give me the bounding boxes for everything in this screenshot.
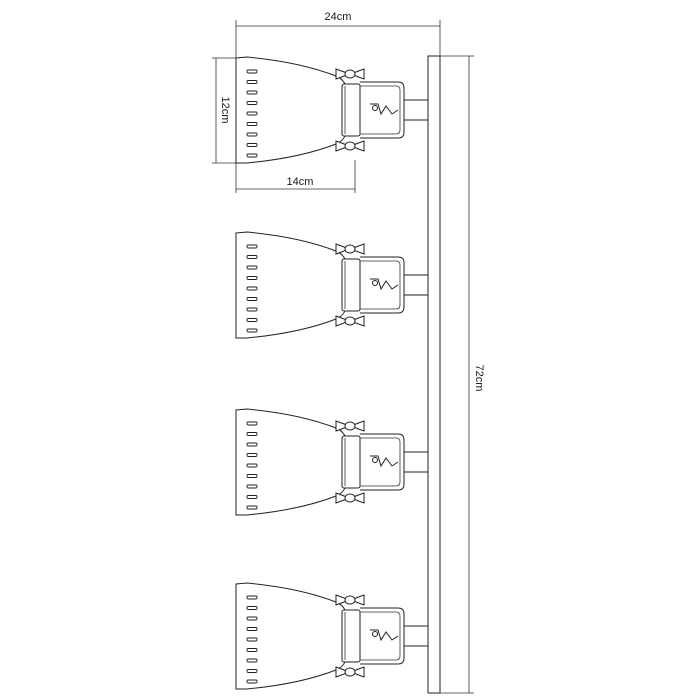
clip-detail bbox=[370, 455, 399, 468]
swivel-housing bbox=[341, 258, 361, 312]
shade-height-dimension: 12cm bbox=[212, 57, 236, 164]
shade-slots bbox=[246, 595, 258, 684]
spotlight-2 bbox=[235, 231, 429, 339]
shade-slots bbox=[246, 244, 258, 333]
height-label: 72cm bbox=[473, 365, 485, 392]
adjust-knob bbox=[335, 492, 365, 504]
adjust-knob bbox=[335, 243, 365, 255]
spotlight-3 bbox=[235, 408, 429, 516]
shade-height-label: 12cm bbox=[219, 97, 231, 124]
swivel-housing bbox=[341, 609, 361, 663]
width-label: 24cm bbox=[325, 11, 352, 23]
spotlight-1 bbox=[235, 56, 429, 164]
adjust-knob bbox=[335, 594, 365, 606]
bar-connector bbox=[403, 99, 429, 121]
adjust-knob bbox=[335, 666, 365, 678]
bar-connector bbox=[403, 451, 429, 473]
adjust-knob bbox=[335, 315, 365, 327]
clip-detail bbox=[370, 629, 399, 642]
mounting-bar bbox=[427, 55, 441, 694]
shade-slots bbox=[246, 69, 258, 158]
adjust-knob bbox=[335, 140, 365, 152]
clip-detail bbox=[370, 103, 399, 116]
adjust-knob bbox=[335, 68, 365, 80]
bar-connector bbox=[403, 274, 429, 296]
clip-detail bbox=[370, 278, 399, 291]
spotlights bbox=[235, 56, 429, 690]
swivel-housing bbox=[341, 435, 361, 489]
swivel-housing bbox=[341, 83, 361, 137]
spotlight-4 bbox=[235, 582, 429, 690]
shade-length-dimension: 14cm bbox=[235, 160, 356, 193]
shade-length-label: 14cm bbox=[287, 176, 314, 188]
width-dimension: 24cm bbox=[235, 11, 441, 60]
shade-slots bbox=[246, 421, 258, 510]
adjust-knob bbox=[335, 420, 365, 432]
height-dimension: 72cm bbox=[440, 55, 485, 694]
bar-connector bbox=[403, 625, 429, 647]
